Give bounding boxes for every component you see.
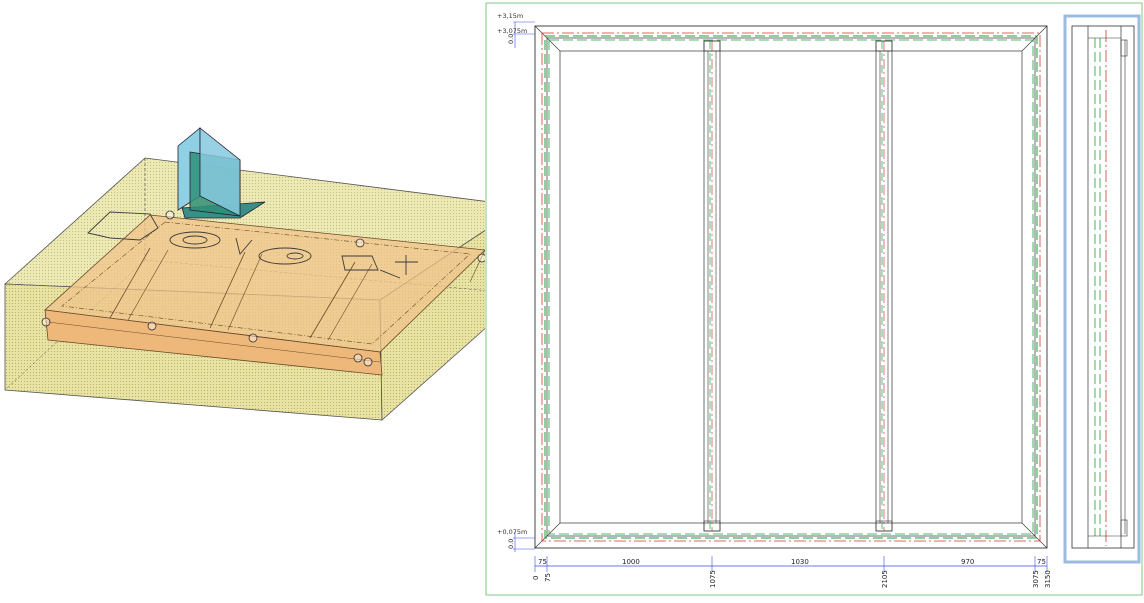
level-tag-top: 0.0 [507, 34, 515, 44]
angle-panel[interactable] [177, 127, 266, 219]
level-top-label: +3,15m [497, 12, 523, 20]
recess-outlines [87, 211, 418, 279]
vertical-bar-1[interactable] [703, 40, 721, 532]
dim-run-0: 0 [532, 576, 540, 580]
connector-bolts [41, 210, 487, 367]
dim-span-5: 75 [1037, 558, 1046, 566]
dim-run-5: 3150 [1044, 570, 1052, 588]
level-lower-label: +0,075m [497, 528, 527, 536]
dim-span-1: 75 [538, 558, 547, 566]
dim-span-3: 1030 [791, 558, 809, 566]
dimension-chain[interactable]: 75 1000 1030 970 75 0 75 1075 2105 3075 … [532, 556, 1052, 588]
dim-run-1: 75 [544, 573, 552, 582]
drawing-sheet[interactable]: +3,15m +3,075m 0.0 +0,075m 0.0 75 1000 1… [485, 0, 1144, 599]
level-upper-label: +3,075m [497, 27, 527, 35]
dim-run-3: 2105 [881, 570, 889, 588]
dim-run-4: 3075 [1032, 570, 1040, 588]
3d-view-pane[interactable] [0, 0, 525, 599]
vertical-bar-2[interactable] [875, 40, 893, 532]
3d-model-canvas[interactable] [0, 0, 525, 599]
steel-frame[interactable] [44, 214, 486, 376]
dim-run-2: 1075 [709, 570, 717, 588]
level-tag-bottom: 0.0 [507, 539, 515, 549]
level-markers: +3,15m +3,075m 0.0 +0,075m 0.0 [497, 12, 535, 552]
side-view[interactable] [1063, 14, 1141, 564]
plan-drawing[interactable]: +3,15m +3,075m 0.0 +0,075m 0.0 75 1000 1… [485, 0, 1144, 599]
dim-span-2: 1000 [622, 558, 640, 566]
dim-span-4: 970 [961, 558, 974, 566]
sheet-border [485, 2, 1143, 596]
plan-frame[interactable] [534, 25, 1048, 549]
